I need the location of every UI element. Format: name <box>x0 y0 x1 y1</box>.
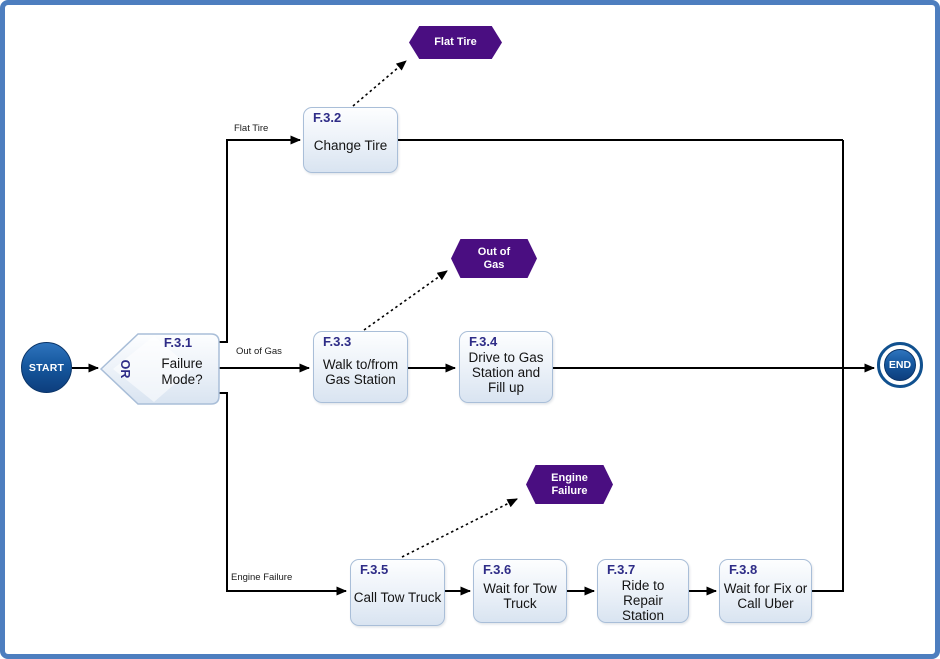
task-f37-label: Ride to Repair Station <box>621 577 665 624</box>
task-f38[interactable]: F.3.8 Wait for Fix or Call Uber <box>719 559 812 623</box>
task-f34[interactable]: F.3.4 Drive to Gas Station and Fill up <box>459 331 553 403</box>
edge-label-out-of-gas: Out of Gas <box>236 346 282 357</box>
task-f32-label: Change Tire <box>313 137 388 153</box>
event-flat-tire-label: Flat Tire <box>434 36 477 49</box>
task-f37-id: F.3.7 <box>607 562 636 577</box>
task-f33[interactable]: F.3.3 Walk to/from Gas Station <box>313 331 408 403</box>
event-out-of-gas[interactable]: Out of Gas <box>451 239 537 278</box>
end-node[interactable]: END <box>877 342 923 388</box>
task-f36-id: F.3.6 <box>483 562 512 577</box>
task-f35[interactable]: F.3.5 Call Tow Truck <box>350 559 445 626</box>
edge-label-engine-failure: Engine Failure <box>231 572 293 583</box>
start-node[interactable]: START <box>21 342 72 393</box>
event-engine-failure[interactable]: Engine Failure <box>526 465 613 504</box>
edge-label-flat-tire: Flat Tire <box>234 123 269 134</box>
task-f35-id: F.3.5 <box>360 562 389 577</box>
event-out-of-gas-label: Out of Gas <box>477 245 511 271</box>
task-f36[interactable]: F.3.6 Wait for Tow Truck <box>473 559 567 623</box>
task-f33-id: F.3.3 <box>323 334 352 349</box>
task-f36-label: Wait for Tow Truck <box>483 581 557 612</box>
edge-f32-to-flat-tire-event <box>352 60 407 107</box>
task-f33-label: Walk to/from Gas Station <box>322 357 399 388</box>
edge-f33-to-out-of-gas-event <box>363 270 448 331</box>
task-f38-id: F.3.8 <box>729 562 758 577</box>
task-f34-id: F.3.4 <box>469 334 498 349</box>
task-f35-label: Call Tow Truck <box>353 590 442 606</box>
gateway-id: F.3.1 <box>163 335 193 350</box>
task-f34-label: Drive to Gas Station and Fill up <box>468 349 544 396</box>
event-flat-tire[interactable]: Flat Tire <box>409 26 502 59</box>
end-node-core: END <box>884 349 916 381</box>
edge-f35-to-engine-failure-event <box>401 498 518 558</box>
event-engine-failure-label: Engine Failure <box>551 471 588 497</box>
edge-gateway-to-f32 <box>219 135 301 343</box>
task-f38-label: Wait for Fix or Call Uber <box>723 581 808 612</box>
edge-gateway-to-f35 <box>219 392 347 596</box>
task-f32[interactable]: F.3.2 Change Tire <box>303 107 398 173</box>
gateway-or-operator: OR <box>118 359 132 379</box>
task-f32-id: F.3.2 <box>313 110 342 125</box>
gateway-question: Failure Mode? <box>161 356 203 387</box>
task-f37[interactable]: F.3.7 Ride to Repair Station <box>597 559 689 623</box>
